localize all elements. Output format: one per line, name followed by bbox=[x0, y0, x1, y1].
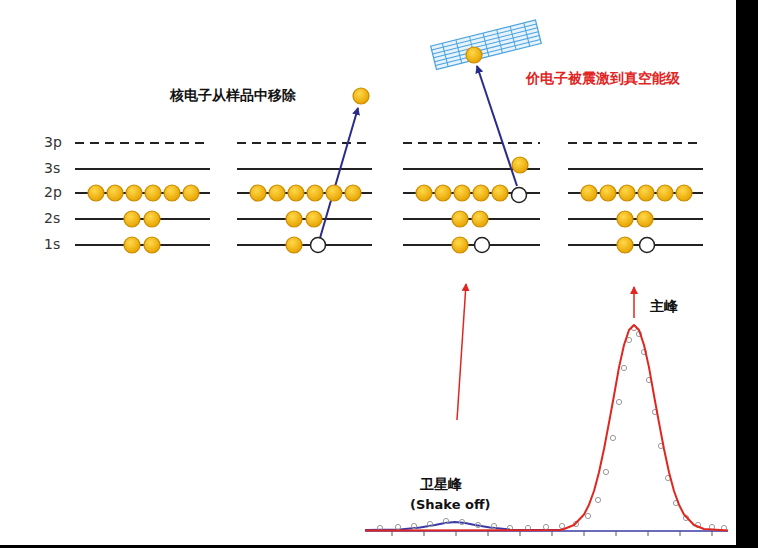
peak-label: 卫星峰 bbox=[420, 476, 462, 493]
peak-label: (Shake off) bbox=[410, 497, 490, 513]
vacuum-band bbox=[431, 20, 542, 69]
callout-label: 核电子从样品中移除 bbox=[170, 87, 296, 104]
level-label: 2p bbox=[44, 184, 62, 201]
pointer-arrow bbox=[633, 287, 635, 318]
frame-strip bbox=[0, 545, 758, 548]
frame-strip bbox=[736, 0, 758, 548]
shake-arrow bbox=[477, 66, 517, 186]
level-label: 1s bbox=[44, 236, 60, 253]
holes bbox=[311, 188, 655, 253]
level-label: 3p bbox=[44, 134, 62, 151]
energy-levels bbox=[75, 143, 703, 245]
peak-label: 主峰 bbox=[650, 298, 678, 315]
level-label: 3s bbox=[44, 160, 60, 177]
emission-arrow bbox=[320, 108, 358, 238]
electrons bbox=[88, 47, 692, 253]
pointer-arrow bbox=[457, 284, 466, 420]
level-label: 2s bbox=[44, 210, 60, 227]
callout-label: 价电子被震激到真空能级 bbox=[526, 70, 680, 87]
spectrum bbox=[365, 325, 728, 536]
